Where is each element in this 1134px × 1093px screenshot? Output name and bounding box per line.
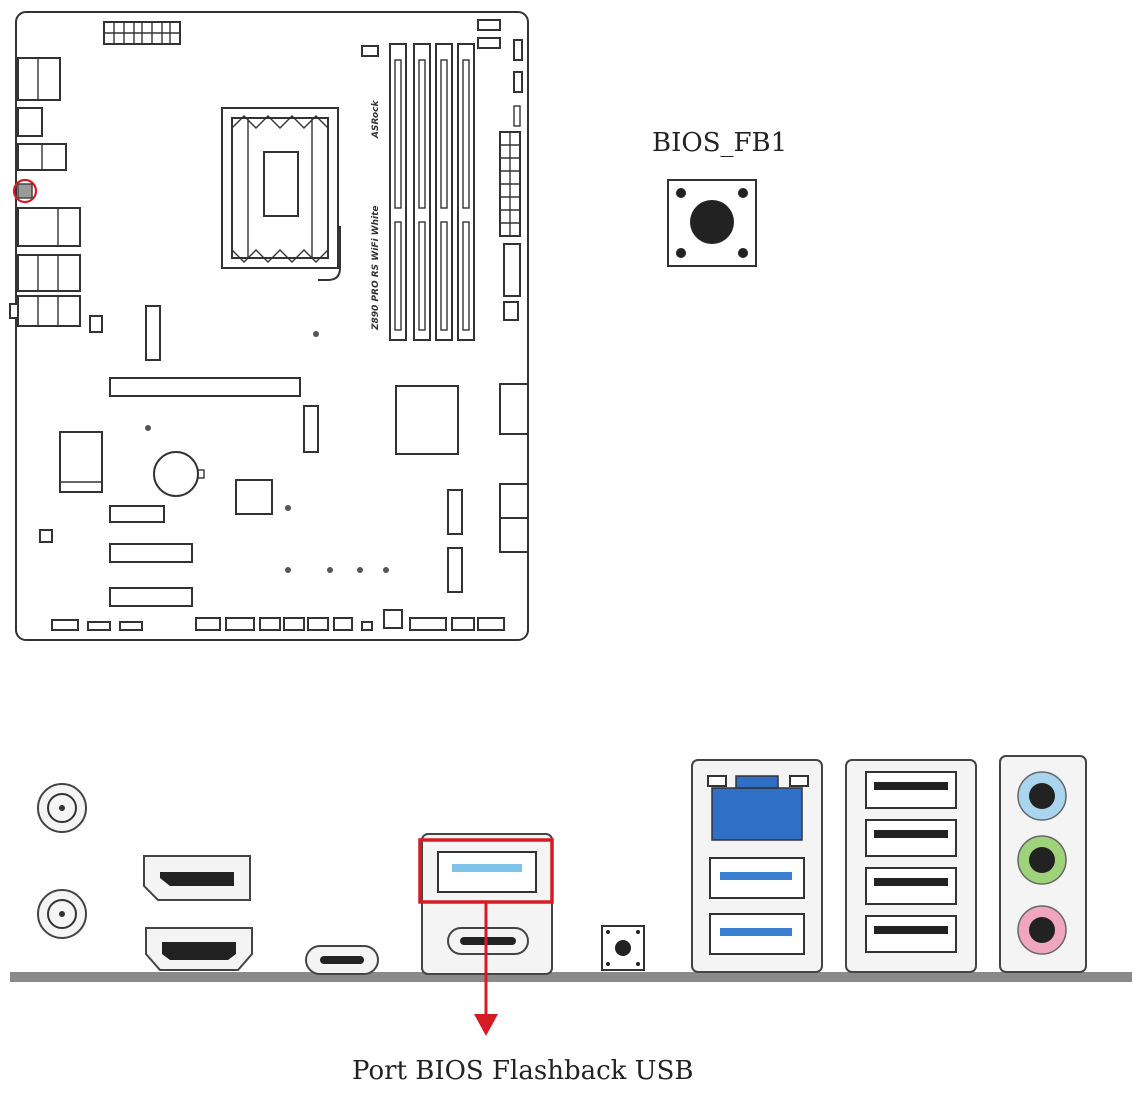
board-chips xyxy=(39,385,459,629)
rear-io-shield-blocks xyxy=(9,57,103,333)
usb-c-icon xyxy=(305,945,379,975)
arrow-down-icon xyxy=(474,902,498,1036)
expansion-slots xyxy=(109,305,463,607)
bios-fb1-label: BIOS_FB1 xyxy=(652,128,788,158)
mounting-holes xyxy=(145,331,389,573)
io-panel-base xyxy=(10,972,1132,982)
rear-io-panel xyxy=(10,755,1132,1036)
bios-flashback-button-closeup xyxy=(667,179,757,267)
board-model-mark: Z890 PRO RS WiFi White xyxy=(371,205,381,331)
board-brand-mark: ASRock xyxy=(371,100,381,139)
right-edge-headers xyxy=(477,19,529,553)
ethernet-icon xyxy=(707,775,809,841)
bottom-headers xyxy=(51,617,505,631)
usb-a-icon xyxy=(709,857,805,955)
usb-quad-stack xyxy=(845,759,977,973)
flashback-port-label: Port BIOS Flashback USB xyxy=(352,1056,694,1086)
dimm-slots xyxy=(389,43,475,341)
antenna-connector-icon xyxy=(37,783,87,939)
hdmi-icon xyxy=(145,927,253,971)
ethernet-usb-stack xyxy=(691,759,823,973)
push-button-icon xyxy=(601,925,645,971)
motherboard-layout: ASRock Z890 PRO RS WiFi White xyxy=(9,11,529,641)
board-bios-button-marker xyxy=(12,178,38,204)
audio-jack-icon xyxy=(999,755,1087,973)
displayport-icon xyxy=(143,855,251,901)
cmos-battery xyxy=(153,451,205,497)
cpu-power-connector xyxy=(103,21,181,45)
cpu-socket xyxy=(221,107,341,281)
